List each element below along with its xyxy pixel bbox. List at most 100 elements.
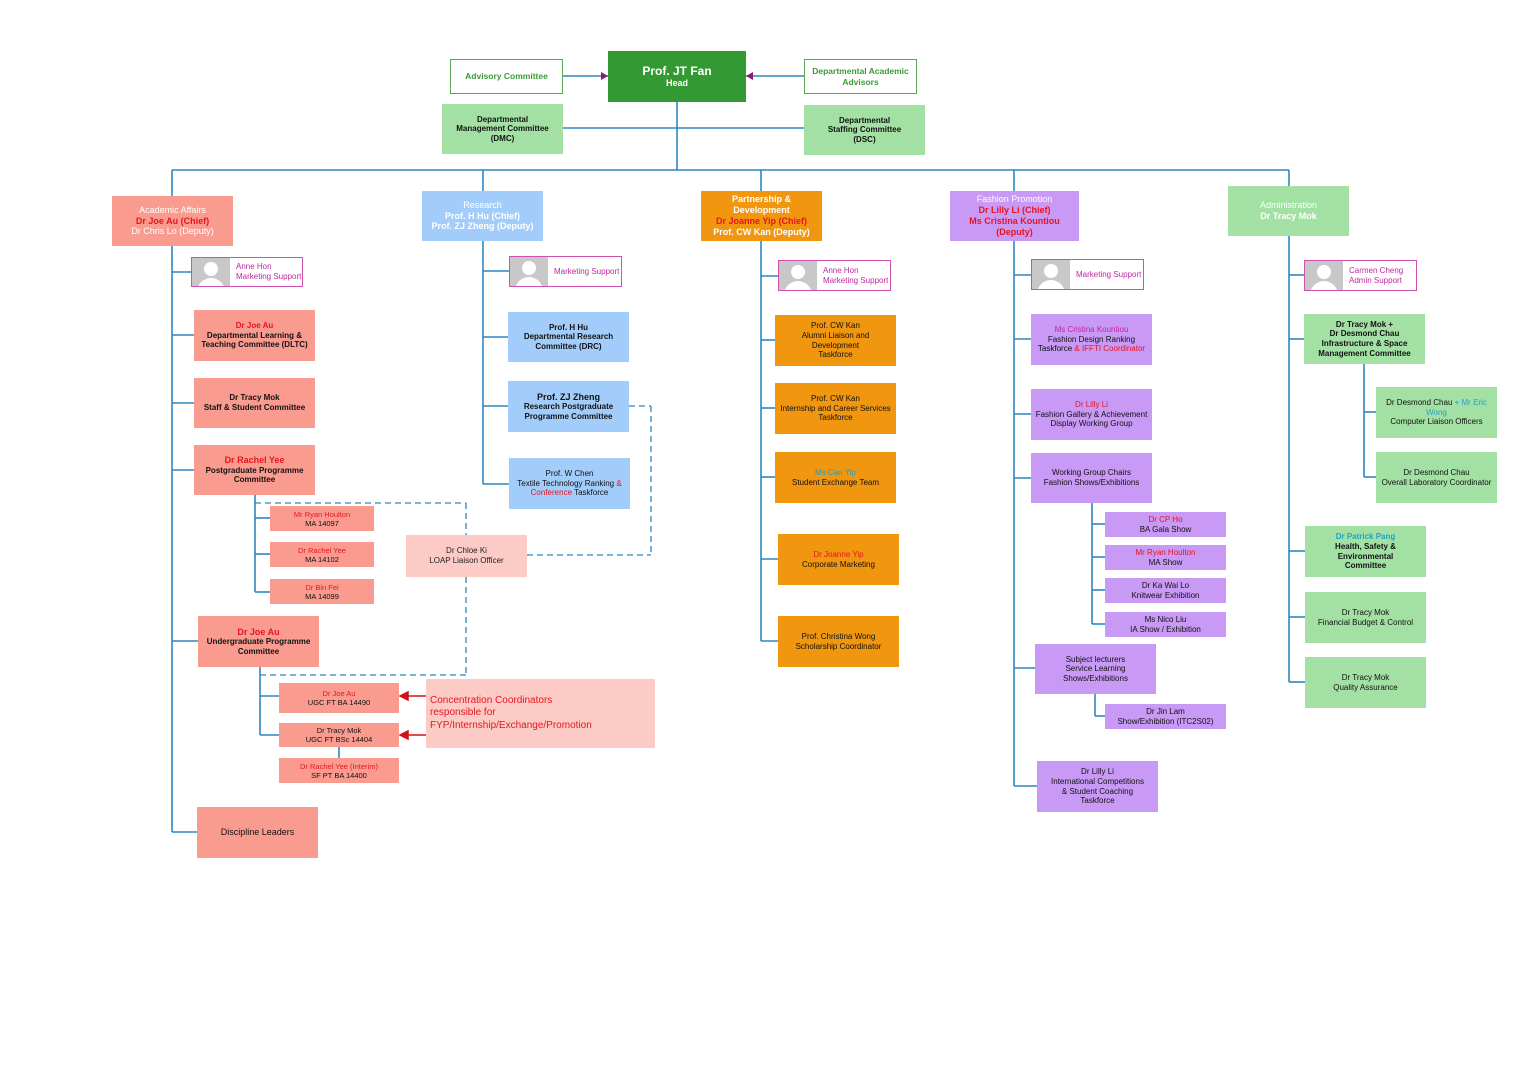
subject-line2: Service Learning Shows/Exhibitions xyxy=(1063,664,1128,683)
lab-coordinator-box: Dr Desmond Chau Overall Laboratory Coord… xyxy=(1376,452,1497,503)
head-box: Prof. JT Fan Head xyxy=(608,51,746,102)
alumni-taskforce-box: Prof. CW Kan Alumni Liaison and Developm… xyxy=(775,315,896,366)
ug3-name: Dr Rachel Yee (Interim) xyxy=(300,761,378,771)
note-line2: responsible for FYP/Internship/Exchange/… xyxy=(430,707,592,731)
research-chief: Prof. H Hu (Chief) xyxy=(445,210,520,221)
rpg-box: Prof. ZJ Zheng Research Postgraduate Pro… xyxy=(508,381,629,432)
fashion-header: Fashion Promotion Dr Lilly Li (Chief) Ms… xyxy=(950,191,1079,241)
pgc-chair: Dr Rachel Yee xyxy=(224,455,285,465)
student-exchange-box: Ms Can Yip Student Exchange Team xyxy=(775,452,896,503)
subject-lecturers-box: Subject lecturers Service Learning Shows… xyxy=(1035,644,1156,694)
infra-line4: Management Committee xyxy=(1318,348,1411,358)
intl-competitions-box: Dr Lilly Li International Competitions &… xyxy=(1037,761,1158,812)
ba-label: BA Gala Show xyxy=(1139,524,1192,534)
jin-label: Show/Exhibition (ITC2S02) xyxy=(1117,716,1214,726)
ma-label: MA Show xyxy=(1148,557,1183,567)
ranking-line2: Fashion Design Ranking xyxy=(1047,334,1136,344)
support-role: Marketing Support xyxy=(823,275,889,285)
internship-taskforce-box: Prof. CW Kan Internship and Career Servi… xyxy=(775,383,896,434)
alumni-line2: Alumni Liaison and Development xyxy=(801,330,870,350)
loap-name: Dr Chloe Ki xyxy=(446,546,487,556)
research-title: Research xyxy=(463,199,502,210)
ma-14099-box: Dr Bin Fei MA 14099 xyxy=(270,579,374,604)
ug-14400-box: Dr Rachel Yee (Interim) SF PT BA 14400 xyxy=(279,758,399,783)
internship-line3: Taskforce xyxy=(818,413,853,423)
concentration-note: Concentration Coordinators responsible f… xyxy=(426,679,655,748)
note-line1: Concentration Coordinators xyxy=(430,694,553,706)
rpg-chair: Prof. ZJ Zheng xyxy=(537,391,600,402)
dmc-box: Departmental Management Committee (DMC) xyxy=(442,104,563,154)
ssc-chair: Dr Tracy Mok xyxy=(229,393,280,403)
ug2-code: UGC FT BSc 14404 xyxy=(305,735,373,744)
jin-lam-box: Dr Jin Lam Show/Exhibition (ITC2S02) xyxy=(1105,704,1226,729)
pgc-line3: Committee xyxy=(233,475,276,485)
hse-line3: Committee xyxy=(1344,561,1387,571)
loap-box: Dr Chloe Ki LOAP Liaison Officer xyxy=(406,535,527,577)
ug3-code: SF PT BA 14400 xyxy=(311,770,367,780)
ma-show-box: Mr Ryan Houlton MA Show xyxy=(1105,545,1226,570)
exchange-chair: Ms Can Yip xyxy=(815,467,856,477)
research-deputy: Prof. ZJ Zheng (Deputy) xyxy=(431,221,534,232)
rpg-line2: Research Postgraduate xyxy=(523,402,614,412)
dmc-line2: Management Committee xyxy=(456,124,549,134)
computer-line1: Dr Desmond Chau + Mr Eric Wong xyxy=(1379,398,1494,417)
ranking-line3: Taskforce & IFFTI Coordinator xyxy=(1038,344,1145,354)
dsc-line2: Staffing Committee xyxy=(827,125,902,135)
hse-line2: Health, Safety & Environmental xyxy=(1335,541,1396,561)
ug-14404-box: Dr Tracy Mok UGC FT BSc 14404 xyxy=(279,723,399,747)
gallery-line3: Display Working Group xyxy=(1050,419,1133,429)
academic-affairs-chief: Dr Joe Au (Chief) xyxy=(135,215,210,226)
working-group-chairs-box: Working Group Chairs Fashion Shows/Exhib… xyxy=(1031,453,1152,503)
support-role: Marketing Support xyxy=(236,272,302,281)
fashion-chief: Dr Lilly Li (Chief) xyxy=(978,205,1051,216)
ma1-name: Mr Ryan Houlton xyxy=(293,509,351,519)
scholarship-label: Scholarship Coordinator xyxy=(795,641,882,651)
exchange-team: Student Exchange Team xyxy=(791,477,880,487)
infra-line3: Infrastructure & Space xyxy=(1321,339,1408,348)
fashion-title: Fashion Promotion xyxy=(976,194,1053,205)
computer-chair: Dr Desmond Chau xyxy=(1386,398,1453,408)
dept-academic-advisors-box: Departmental Academic Advisors xyxy=(804,59,917,94)
intl-chair: Dr Lilly Li xyxy=(1081,767,1114,777)
avatar-icon xyxy=(1032,260,1070,289)
knit-chair: Dr Ka Wai Lo xyxy=(1141,580,1190,590)
ba-chair: Dr CP Ho xyxy=(1148,514,1183,524)
loap-role: LOAP Liaison Officer xyxy=(429,556,504,565)
textile-ranking-box: Prof. W Chen Textile Technology Ranking … xyxy=(509,458,630,509)
drc-chair: Prof. H Hu xyxy=(548,322,589,332)
qa-label: Quality Assurance xyxy=(1333,682,1398,692)
ugc-box: Dr Joe Au Undergraduate Programme Commit… xyxy=(198,616,319,667)
head-name: Prof. JT Fan xyxy=(642,63,712,78)
support-role: Marketing Support xyxy=(554,266,620,276)
ttr-ampersand: & xyxy=(616,478,622,488)
fashion-deputy: Ms Cristina Kountiou (Deputy) xyxy=(969,216,1060,237)
partnership-chief: Dr Joanne Yip (Chief) xyxy=(715,216,807,226)
advisory-committee-box: Advisory Committee xyxy=(450,59,563,94)
support-name: Carmen Cheng xyxy=(1349,265,1404,275)
infra-line2: Dr Desmond Chau xyxy=(1329,329,1400,339)
support-name: Anne Hon xyxy=(236,262,272,271)
ia-chair: Ms Nico Liu xyxy=(1144,614,1187,624)
head-role: Head xyxy=(665,78,688,89)
discipline-leaders-box: Discipline Leaders xyxy=(197,807,318,858)
ugc-line3: Committee xyxy=(237,646,280,656)
computer-co: + Mr Eric Wong xyxy=(1426,398,1487,417)
computer-liaison-box: Dr Desmond Chau + Mr Eric Wong Computer … xyxy=(1376,387,1497,438)
fashion-ranking-box: Ms Cristina Kountiou Fashion Design Rank… xyxy=(1031,314,1152,365)
admin-title: Administration xyxy=(1259,200,1318,211)
avatar-icon xyxy=(510,257,548,286)
knit-label: Knitwear Exhibition xyxy=(1131,590,1200,600)
dmc-line1: Departmental xyxy=(476,114,529,124)
ba-gala-show-box: Dr CP Ho BA Gala Show xyxy=(1105,512,1226,537)
advisory-label: Advisory Committee xyxy=(465,71,548,82)
ug1-code: UGC FT BA 14490 xyxy=(307,698,371,707)
academic-affairs-header: Academic Affairs Dr Joe Au (Chief) Dr Ch… xyxy=(112,196,233,246)
alumni-line3: Taskforce xyxy=(818,350,853,360)
hse-committee-box: Dr Patrick Pang Health, Safety & Environ… xyxy=(1305,526,1426,577)
ttr-line2-text: Textile Technology Ranking xyxy=(517,478,615,488)
pgc-line2: Postgraduate Programme xyxy=(205,465,304,475)
avatar-icon xyxy=(1305,261,1343,290)
ma-14097-box: Mr Ryan Houlton MA 14097 xyxy=(270,506,374,531)
quality-assurance-box: Dr Tracy Mok Quality Assurance xyxy=(1305,657,1426,708)
